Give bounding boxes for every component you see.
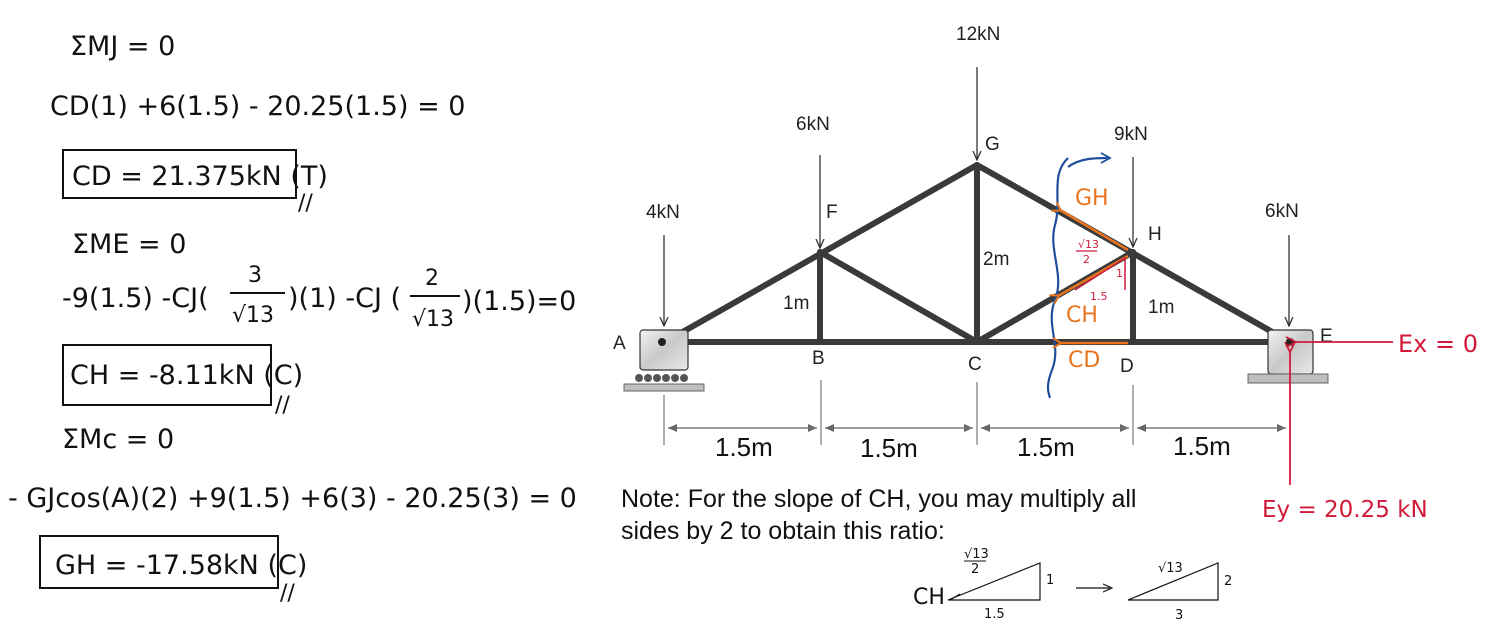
span-de-label: 1.5m <box>1173 431 1231 461</box>
reactions: Ex = 0 Ey = 20.25 kN <box>1262 330 1478 523</box>
section-direction-arrow <box>1067 152 1112 168</box>
sum-mj-label: ΣMJ = 0 <box>70 31 175 62</box>
ch-equation-part2: )(1) -CJ ( <box>288 283 401 314</box>
ch-result-box <box>62 344 272 406</box>
ratio-left-hyp-numerator: √13 <box>964 547 989 562</box>
ratio-left-horiz: 1.5 <box>984 607 1005 622</box>
section-cut-line <box>1046 157 1069 399</box>
ch-fraction2-denominator: √13 <box>412 307 454 332</box>
node-g-label: G <box>985 134 1000 155</box>
height-fb-label: 1m <box>783 293 809 314</box>
support-a-roller <box>623 329 705 392</box>
ch-fraction1-denominator: √13 <box>232 303 274 328</box>
cd-force-label: CD <box>1068 348 1100 373</box>
note-line-2: sides by 2 to obtain this ratio: <box>621 517 945 545</box>
cd-equation: CD(1) +6(1.5) - 20.25(1.5) = 0 <box>50 91 465 122</box>
member-force-labels: GH CH CD <box>1066 186 1109 373</box>
ch-slope-hyp-denominator: 2 <box>1083 253 1090 266</box>
height-labels: 1m 2m 1m <box>783 249 1174 318</box>
node-f-label: F <box>826 202 838 223</box>
node-h-label: H <box>1148 224 1162 245</box>
ratio-left-hyp-denominator: 2 <box>971 562 979 577</box>
span-dimensions <box>663 380 1291 445</box>
load-arrows <box>664 67 1289 326</box>
sum-me-label: ΣME = 0 <box>72 229 186 260</box>
node-b-label: B <box>812 348 825 369</box>
truss-members <box>662 162 1293 345</box>
height-hd-label: 1m <box>1148 297 1174 318</box>
load-f-label: 6kN <box>796 114 830 135</box>
node-c-label: C <box>968 354 982 375</box>
ch-slope-hyp-numerator: √13 <box>1078 238 1099 251</box>
load-e-label: 6kN <box>1265 201 1299 222</box>
gh-check-mark: // <box>280 581 295 606</box>
node-labels: A B C D E F G H <box>613 134 1333 377</box>
span-labels: 1.5m 1.5m 1.5m 1.5m <box>715 431 1231 463</box>
ratio-right-horiz: 3 <box>1175 608 1183 623</box>
load-g-label: 12kN <box>956 24 1000 45</box>
gh-force-label: GH <box>1075 186 1109 211</box>
load-h-label: 9kN <box>1114 124 1148 145</box>
gh-result-box <box>39 535 279 589</box>
node-e-label: E <box>1320 326 1333 347</box>
note: Note: For the slope of CH, you may multi… <box>621 485 1136 545</box>
ch-force-label: CH <box>1066 303 1098 328</box>
ch-result: CH = -8.11kN (C) <box>70 360 303 391</box>
height-gc-label: 2m <box>983 249 1009 270</box>
span-ab-label: 1.5m <box>715 432 773 462</box>
sum-mc-label: ΣMc = 0 <box>62 424 174 455</box>
ratio-left-ch-label: CH <box>913 585 945 610</box>
ch-fraction2-numerator: 2 <box>425 266 439 291</box>
load-labels: 4kN 6kN 12kN 9kN 6kN <box>646 24 1299 223</box>
ex-reaction-label: Ex = 0 <box>1398 330 1478 358</box>
gh-force-arrow <box>1051 201 1129 252</box>
gh-equation: - GJcos(A)(2) +9(1.5) +6(3) - 20.25(3) =… <box>8 483 577 514</box>
ey-reaction-label: Ey = 20.25 kN <box>1262 497 1428 523</box>
ch-fraction1-numerator: 3 <box>248 263 262 288</box>
ch-equation-part3: )(1.5)=0 <box>462 286 576 317</box>
ratio-sketch-right: √13 2 3 <box>1127 561 1232 623</box>
ch-slope-triangle: √13 2 1 1.5 <box>1074 238 1126 303</box>
cd-check-mark: // <box>298 191 313 216</box>
span-bc-label: 1.5m <box>860 433 918 463</box>
ch-equation-part1: -9(1.5) -CJ( <box>62 283 209 314</box>
ch-slope-horiz: 1.5 <box>1090 290 1108 303</box>
ratio-right-hyp: √13 <box>1158 561 1183 576</box>
cd-result-box <box>62 149 297 199</box>
ratio-sketch-left: CH √13 2 1 1.5 <box>913 547 1054 622</box>
span-cd-label: 1.5m <box>1017 432 1075 462</box>
ratio-left-vert: 1 <box>1046 573 1054 588</box>
node-d-label: D <box>1120 356 1134 377</box>
cd-result: CD = 21.375kN (T) <box>72 161 328 192</box>
ratio-right-vert: 2 <box>1224 574 1232 589</box>
note-line-1: Note: For the slope of CH, you may multi… <box>621 485 1136 513</box>
ch-slope-vert: 1 <box>1116 267 1123 280</box>
gh-result: GH = -17.58kN (C) <box>55 550 307 581</box>
member-fc <box>817 249 980 345</box>
ch-check-mark: // <box>275 393 290 418</box>
load-a-label: 4kN <box>646 202 680 223</box>
support-e-pin <box>1247 329 1329 384</box>
node-a-label: A <box>613 333 626 354</box>
calculations: ΣMJ = 0 CD(1) +6(1.5) - 20.25(1.5) = 0 C… <box>8 31 577 606</box>
